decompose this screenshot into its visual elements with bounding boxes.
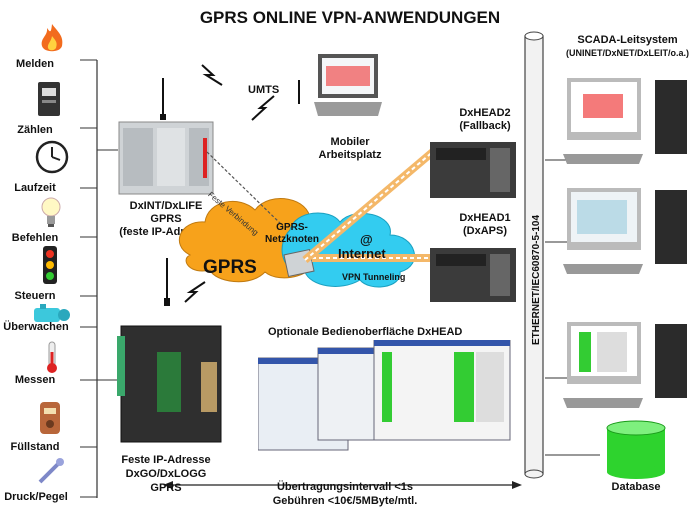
antenna-icon — [164, 258, 170, 306]
fixed-link-line — [206, 151, 284, 227]
function-label-melden: Melden — [16, 58, 54, 70]
scada-workstation-1-icon — [563, 78, 687, 164]
umts-label: UMTS — [248, 84, 280, 96]
pressure-sensor-icon — [38, 458, 64, 484]
server-head2-icon — [430, 142, 516, 198]
scada-line1: SCADA-Leitsystem — [577, 34, 678, 46]
dxint-line1: DxINT/DxLIFE — [129, 200, 203, 212]
laptop-line1: Mobiler — [330, 136, 370, 148]
footer-label: Übertragungsintervall <1s Gebühren <10€/… — [190, 480, 500, 508]
scada-label: SCADA-Leitsystem (UNINET/DxNET/DxLEIT/o.… — [555, 34, 700, 60]
at-sign: @ — [360, 232, 373, 247]
cloud-gprs-label: GPRS — [203, 257, 257, 278]
function-label-messen: Messen — [14, 374, 56, 386]
footer-line1: Übertragungsintervall <1s — [276, 481, 414, 493]
function-label-laufzeit: Laufzeit — [14, 182, 56, 194]
vpn-label: VPN Tunneling — [342, 272, 406, 282]
dxgo-line2: DxGO/DxLOGG — [125, 468, 207, 480]
head1-label: DxHEAD1 (DxAPS) — [440, 212, 530, 238]
head1-line2: (DxAPS) — [462, 225, 507, 237]
gprs-node-label: GPRS- Netzknoten — [262, 222, 322, 246]
head2-line2: (Fallback) — [459, 120, 511, 132]
database-label: Database — [611, 481, 661, 493]
function-label-befehlen: Befehlen — [11, 232, 59, 244]
laptop-icon — [314, 54, 382, 116]
function-label-fuellstand: Füllstand — [10, 441, 60, 453]
meter-icon — [38, 82, 60, 116]
scada-workstation-3-icon — [563, 322, 687, 408]
traffic-light-icon — [43, 246, 57, 284]
function-label-ueberwachen: Überwachen — [3, 321, 69, 333]
bulb-icon — [41, 197, 61, 227]
scada-workstation-2-icon — [563, 188, 687, 274]
function-label-druck-pegel: Druck/Pegel — [4, 491, 68, 503]
tunnel-lines — [302, 146, 438, 264]
function-label-zaehlen: Zählen — [17, 124, 53, 136]
tank-icon — [40, 402, 60, 434]
page-title: GPRS ONLINE VPN-ANWENDUNGEN — [199, 8, 501, 27]
ethernet-bus — [524, 31, 544, 479]
footer-line2: Gebühren <10€/5MByte/mtl. — [272, 495, 418, 507]
thermometer-icon — [47, 341, 57, 373]
clock-icon — [35, 140, 69, 174]
ethernet-label: ETHERNET/IEC60870-5-104 — [531, 214, 542, 345]
function-label-steuern: Steuern — [14, 290, 56, 302]
head2-line1: DxHEAD2 — [459, 107, 511, 119]
laptop-label: Mobiler Arbeitsplatz — [310, 136, 390, 162]
dxgo-label: Feste IP-Adresse DxGO/DxLOGG GPRS — [108, 453, 224, 495]
server-head1-icon — [430, 248, 516, 302]
database-icon — [606, 420, 666, 479]
gui-title: Optionale Bedienoberfläche DxHEAD — [268, 326, 463, 338]
laptop-line2: Arbeitsplatz — [318, 149, 382, 161]
gui-screenshots — [258, 340, 511, 451]
dxgo-device-icon — [117, 325, 222, 443]
node-line1: GPRS- — [276, 222, 308, 233]
cloud-internet-label: Internet — [338, 246, 386, 261]
antenna-icon — [160, 78, 166, 120]
pump-icon — [34, 304, 70, 322]
dxgo-line3: GPRS — [150, 482, 182, 494]
node-line2: Netzknoten — [265, 234, 319, 245]
dxint-label: DxINT/DxLIFE GPRS (feste IP-Adresse) — [108, 200, 224, 239]
flame-icon — [41, 24, 63, 52]
antenna-icon — [298, 80, 300, 104]
head2-label: DxHEAD2 (Fallback) — [440, 107, 530, 133]
dxint-line2: GPRS — [150, 213, 182, 225]
scada-line2: (UNINET/DxNET/DxLEIT/o.a.) — [565, 48, 689, 58]
dxgo-line1: Feste IP-Adresse — [121, 454, 211, 466]
head1-line1: DxHEAD1 — [459, 212, 511, 224]
dxint-device-icon — [118, 121, 214, 195]
